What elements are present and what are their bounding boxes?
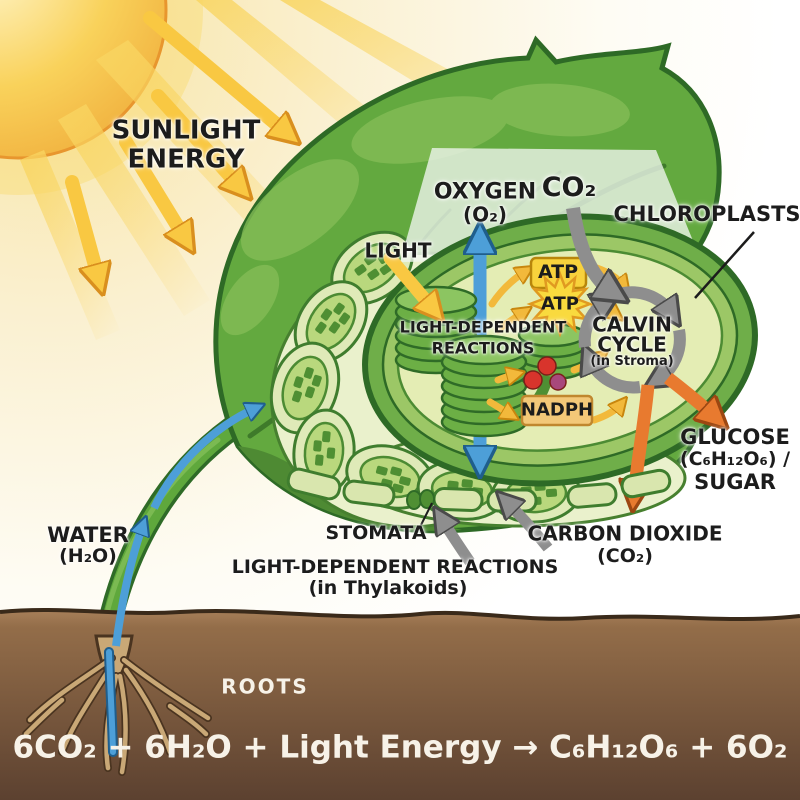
- energy-arrow: [488, 271, 526, 308]
- oxygen-label-line1: OXYGEN: [433, 179, 537, 205]
- nadph-label: NADPH: [520, 399, 594, 421]
- water-arrow: [150, 408, 256, 510]
- energy-arrow: [494, 374, 516, 380]
- water-label-line1: WATER: [47, 522, 129, 547]
- atp-box-label: ATP: [537, 261, 579, 284]
- glucose-label-line1: GLUCOSE: [680, 424, 790, 449]
- glucose-label-line2: (C₆H₁₂O₆) /: [679, 448, 791, 471]
- atp-starburst: [526, 270, 594, 338]
- equation-label: 6CO₂ + 6H₂O + Light Energy → C₆H₁₂O₆ + 6…: [12, 729, 788, 766]
- calvin-cycle-label-line3: (in Stroma): [590, 354, 674, 370]
- energy-arrow: [494, 312, 524, 334]
- water-label-line2: (H₂O): [59, 545, 117, 568]
- stomata-label: STOMATA: [325, 522, 427, 545]
- sunlight-arrow: [151, 89, 241, 188]
- soil: [0, 608, 800, 800]
- calvin-cycle-label-line2: CYCLE: [597, 332, 667, 357]
- ldr-thylakoids-label-line2: (in Thylakoids): [308, 577, 468, 600]
- sunlight-arrow: [119, 135, 186, 240]
- carbon-dioxide-label-line2: (CO₂): [597, 545, 653, 568]
- oxygen-label-line2: (O₂): [462, 202, 508, 227]
- atp-starburst-label: ATP: [540, 293, 580, 315]
- stomata-arrows: [441, 501, 553, 566]
- glucose-label-line3: SUGAR: [694, 469, 776, 494]
- calvin-arc: [589, 358, 641, 394]
- stomata-arrow: [506, 501, 553, 552]
- stomata-arrow: [441, 518, 475, 566]
- nadph-molecule: [523, 356, 567, 391]
- calvin-arc: [657, 328, 686, 380]
- chloroplasts-label: CHLOROPLASTS: [613, 201, 800, 226]
- roots: [22, 634, 212, 776]
- sun-disc: [0, 0, 168, 160]
- ldr-thylakoids-label-line1: LIGHT-DEPENDENT REACTIONS: [231, 556, 559, 579]
- sunlight-arrows: [65, 11, 288, 280]
- pointer-lines: [420, 231, 755, 526]
- carbon-dioxide-label-line1: CARBON DIOXIDE: [527, 521, 723, 546]
- energy-arrow: [590, 404, 621, 424]
- energy-arrow: [486, 398, 511, 415]
- light-arrow: [383, 251, 434, 310]
- water-arrow: [112, 525, 143, 647]
- light-dependent-reactions-label-line1: LIGHT-DEPENDENT: [399, 317, 567, 337]
- stomata-pointer-line: [420, 502, 433, 526]
- sunlight-arrow: [65, 175, 99, 280]
- leaf-highlights: [220, 83, 630, 336]
- sun: [0, 0, 203, 195]
- calvin-cycle-label-line1: CALVIN: [592, 312, 672, 337]
- light-label: LIGHT: [364, 238, 432, 263]
- light-dependent-reactions-label-line2: REACTIONS: [431, 338, 535, 358]
- water-arrows: [112, 408, 256, 647]
- co2-top-label: CO₂: [541, 171, 597, 203]
- sunlight-energy-label-line2: ENERGY: [127, 144, 245, 175]
- roots-label: ROOTS: [221, 674, 309, 699]
- sunlight-arrow: [143, 11, 288, 134]
- stoma: [406, 489, 435, 510]
- glucose-arrow: [664, 372, 716, 418]
- co2-arrow: [566, 206, 614, 293]
- chloroplasts-pointer-line: [694, 231, 755, 299]
- sunlight-energy-label-line1: SUNLIGHT: [111, 115, 261, 146]
- nadph-box: [520, 394, 594, 427]
